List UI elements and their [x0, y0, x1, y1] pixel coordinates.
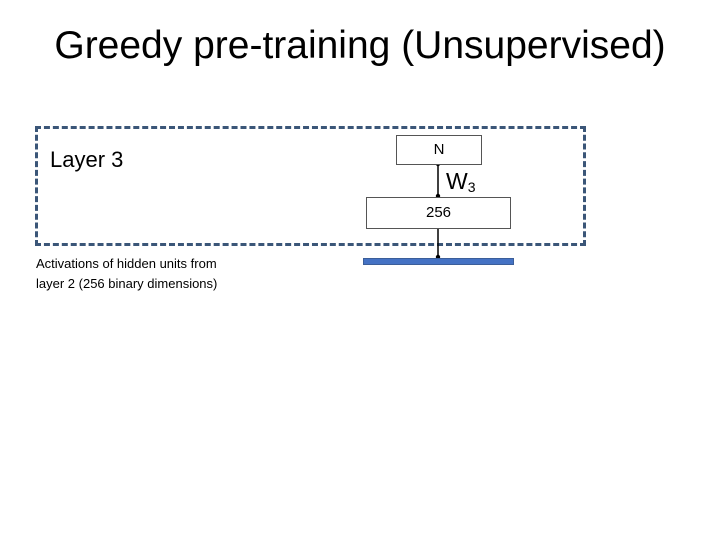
input-description: Activations of hidden units from layer 2… — [36, 254, 296, 294]
input-description-line-2: layer 2 (256 binary dimensions) — [36, 276, 218, 291]
weight-symbol: W — [446, 168, 468, 194]
output-units-box: N — [396, 135, 482, 165]
hidden-units-box: 256 — [366, 197, 511, 229]
slide-title: Greedy pre-training (Unsupervised) — [54, 24, 666, 67]
weight-subscript: 3 — [467, 179, 476, 195]
weight-label: W3 — [446, 168, 476, 200]
input-description-line-1: Activations of hidden units from — [36, 256, 217, 271]
layer-3-frame — [35, 126, 586, 246]
layer-3-label: Layer 3 — [50, 147, 124, 172]
input-activations-bar — [363, 258, 514, 265]
